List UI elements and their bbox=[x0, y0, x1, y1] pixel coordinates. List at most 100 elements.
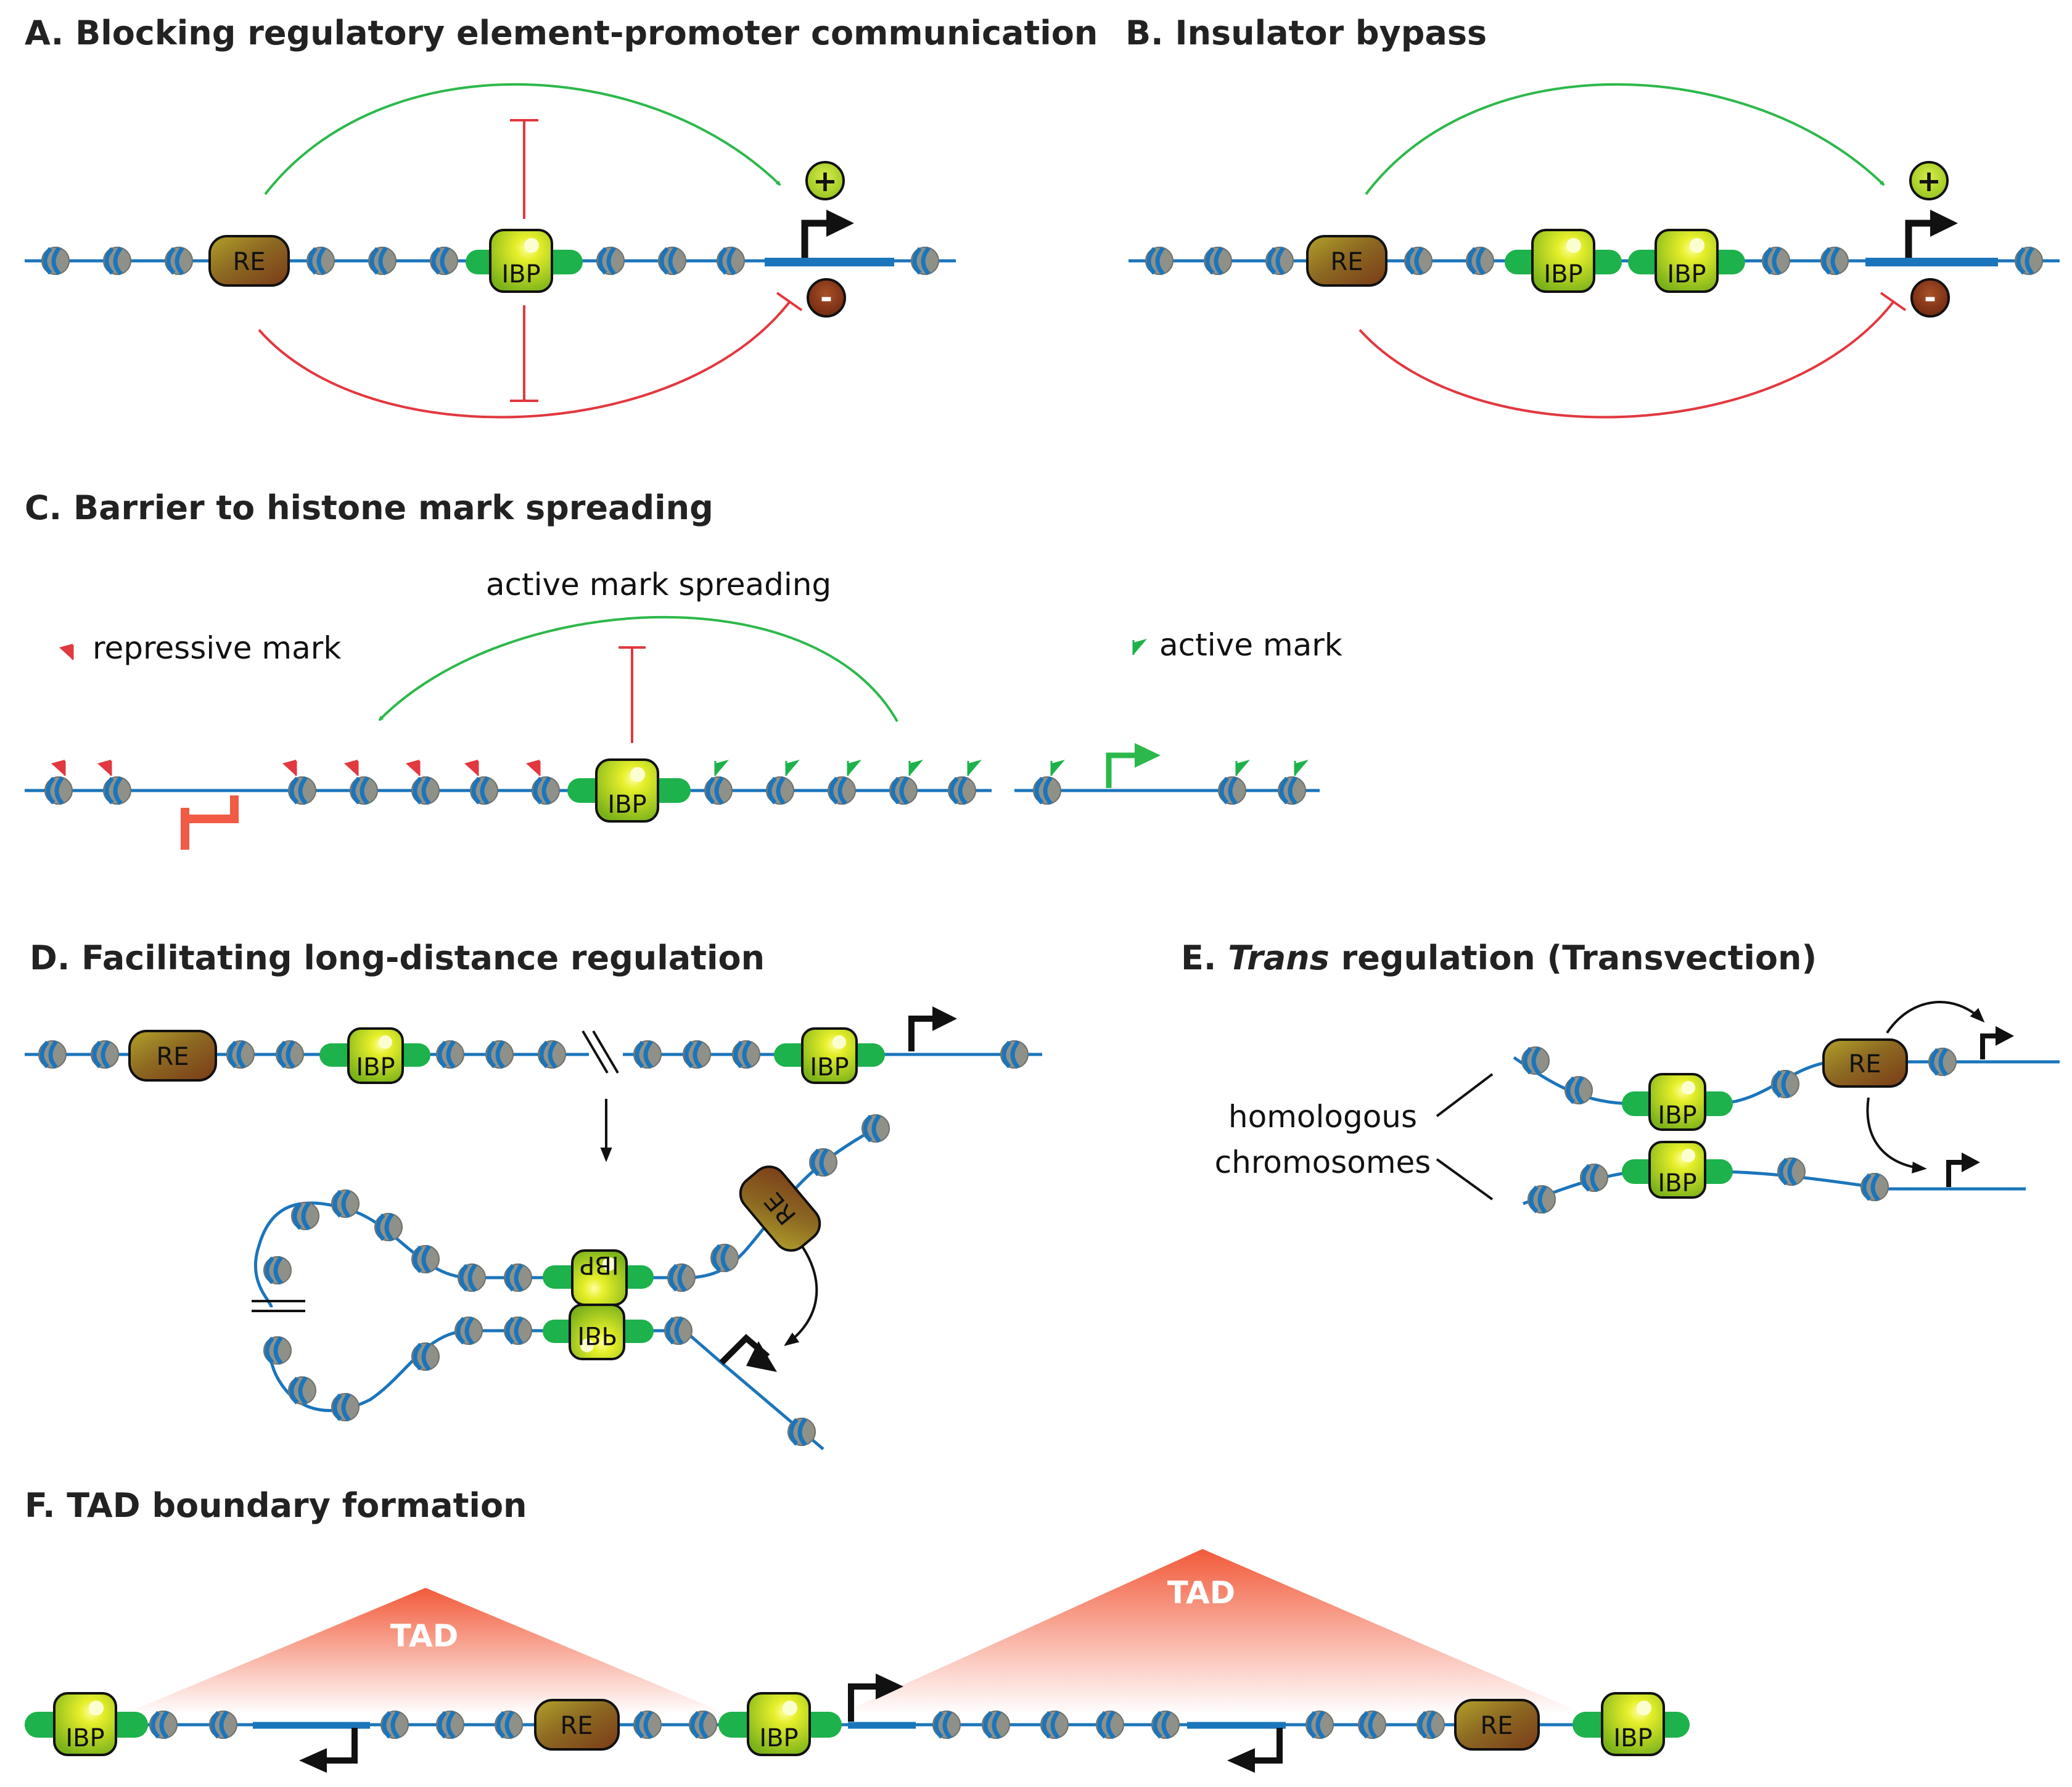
panel-f: F. TAD boundary formation TAD TAD IBP IB bbox=[25, 1486, 1690, 1773]
panel-b-repression-arc bbox=[1359, 301, 1894, 419]
panel-f-tad-2 bbox=[839, 1549, 1585, 1714]
panel-c-repressive-legend-icon bbox=[58, 643, 74, 661]
panel-f-re-2-label: RE bbox=[1480, 1712, 1513, 1740]
panel-d-ibp-1-label: IBP bbox=[356, 1053, 395, 1082]
panel-e-ibp-bottom-label: IBP bbox=[1658, 1169, 1696, 1197]
panel-b-activation-arc bbox=[1365, 83, 1885, 195]
panel-c-repressed-gene bbox=[181, 795, 239, 850]
panel-a-activation-arc bbox=[264, 83, 781, 195]
panel-d-re: RE bbox=[128, 1030, 217, 1082]
panel-c-active-promoter-arrow bbox=[1106, 743, 1161, 788]
panel-c-spreading-arc bbox=[378, 615, 898, 722]
panel-a: A. Blocking regulatory element-promoter … bbox=[25, 14, 1098, 419]
panel-e-pointer-top bbox=[1436, 1073, 1494, 1117]
panel-d-loop-ibp-top-label: IBP bbox=[580, 1251, 619, 1279]
panel-f-re-2: RE bbox=[1454, 1699, 1540, 1751]
panel-a-repression-bar bbox=[776, 292, 803, 311]
panel-d-loop-promoter-arrow bbox=[719, 1334, 777, 1372]
panel-b-ibp-1-label: IBP bbox=[1544, 260, 1582, 289]
panel-e-re: RE bbox=[1822, 1038, 1908, 1088]
panel-a-block-bottom bbox=[510, 305, 538, 402]
panel-a-plus: + bbox=[813, 164, 837, 199]
panel-d-loop-ibp-top: IBP bbox=[543, 1249, 654, 1306]
panel-e-pointer-bottom bbox=[1436, 1158, 1494, 1201]
panel-a-ibp: IBP bbox=[466, 229, 583, 293]
panel-f-re-1: RE bbox=[534, 1699, 620, 1751]
panel-e-promoter-top bbox=[1980, 1026, 2014, 1059]
panel-e: E. Trans regulation (Transvection) homol… bbox=[1181, 939, 2060, 1213]
panel-a-block-top bbox=[510, 119, 538, 219]
panel-f-promoter-1-reverse bbox=[299, 1728, 358, 1773]
panel-c-ibp-label: IBP bbox=[607, 791, 646, 819]
panel-c-barrier bbox=[619, 646, 646, 743]
panel-a-repression-arc bbox=[258, 301, 791, 419]
panel-e-title-suffix: regulation (Transvection) bbox=[1330, 939, 1817, 977]
panel-d-loop-re: RE bbox=[739, 1165, 821, 1252]
panel-d-ibp-1: IBP bbox=[319, 1027, 430, 1084]
panel-a-minus: - bbox=[820, 281, 832, 315]
panel-d-break-mark bbox=[582, 1030, 619, 1074]
panel-e-title-prefix: E. bbox=[1181, 939, 1228, 977]
panel-d-re-label: RE bbox=[156, 1043, 189, 1071]
panel-b-title: B. Insulator bypass bbox=[1125, 14, 1487, 52]
panel-f-ibp-3: IBP bbox=[1572, 1692, 1690, 1756]
panel-f-promoter-2-forward bbox=[848, 1674, 903, 1722]
panel-f-re-1-label: RE bbox=[560, 1712, 593, 1740]
panel-d-ibp-2: IBP bbox=[774, 1027, 885, 1084]
panel-a-ibp-label: IBP bbox=[501, 260, 540, 289]
panel-f-title: F. TAD boundary formation bbox=[25, 1486, 527, 1525]
panel-c-active-marks bbox=[714, 758, 1310, 777]
panel-b-re-label: RE bbox=[1330, 248, 1363, 276]
panel-b-promoter-arrowhead bbox=[1930, 210, 1958, 237]
panel-b-plus: + bbox=[1917, 164, 1941, 199]
panel-f-promoter-3-reverse bbox=[1227, 1728, 1283, 1773]
panel-f-tad-2-label: TAD bbox=[1167, 1575, 1235, 1611]
panel-e-label-line2: chromosomes bbox=[1215, 1144, 1431, 1180]
panel-d-ibp-2-label: IBP bbox=[810, 1053, 849, 1082]
panel-f-ibp-1: IBP bbox=[25, 1692, 148, 1756]
panel-b-plus-circle: + bbox=[1909, 161, 1949, 200]
panel-d-loop-regulation-arrow bbox=[784, 1244, 818, 1346]
panel-f-ibp-2-label: IBP bbox=[759, 1724, 798, 1752]
panel-c-ibp: IBP bbox=[567, 758, 691, 823]
panel-e-title: E. Trans regulation (Transvection) bbox=[1181, 939, 1817, 977]
panel-d-loop-ibp-bottom: IBP bbox=[543, 1304, 654, 1360]
panel-c-spreading-label: active mark spreading bbox=[486, 567, 831, 602]
panel-a-re-label: RE bbox=[232, 248, 265, 276]
panel-d-title: D. Facilitating long-distance regulation bbox=[30, 939, 765, 977]
panel-e-re-label: RE bbox=[1848, 1050, 1881, 1078]
panel-a-plus-circle: + bbox=[805, 161, 845, 200]
panel-a-title: A. Blocking regulatory element-promoter … bbox=[25, 14, 1098, 52]
panel-b-ibp-2-label: IBP bbox=[1667, 260, 1706, 289]
panel-b-ibp-2: IBP bbox=[1628, 229, 1745, 293]
panel-f-ibp-2: IBP bbox=[718, 1692, 842, 1756]
panel-d-loop-ibp-bottom-label: IBP bbox=[577, 1321, 616, 1349]
panel-b: B. Insulator bypass RE IBP IBP bbox=[1125, 14, 2060, 419]
panel-d-loop-break-mark bbox=[252, 1300, 305, 1312]
panel-b-ibp-1: IBP bbox=[1505, 229, 1622, 293]
panel-c: C. Barrier to histone mark spreading act… bbox=[25, 488, 1342, 850]
panel-e-ibp-top-label: IBP bbox=[1658, 1101, 1696, 1130]
panel-b-re: RE bbox=[1306, 235, 1388, 287]
panel-f-tad-1 bbox=[123, 1588, 728, 1714]
panel-c-repressive-marks bbox=[50, 758, 541, 777]
panel-e-ibp-bottom: IBP bbox=[1622, 1141, 1733, 1199]
panel-f-ibp-3-label: IBP bbox=[1613, 1724, 1652, 1752]
panel-b-promoter-arrow bbox=[1905, 220, 1936, 258]
panel-e-title-italic: Trans bbox=[1228, 939, 1330, 977]
panel-e-promoter-bottom bbox=[1946, 1152, 1980, 1187]
panel-c-repressive-label: repressive mark bbox=[92, 630, 341, 666]
panel-a-promoter-arrow bbox=[801, 220, 832, 258]
panel-a-re: RE bbox=[208, 235, 290, 287]
panel-a-promoter-arrowhead bbox=[826, 210, 854, 237]
panel-f-tad-1-label: TAD bbox=[390, 1618, 458, 1654]
panel-b-minus-circle: - bbox=[1910, 278, 1950, 318]
panel-a-minus-circle: - bbox=[807, 278, 846, 318]
panel-d: D. Facilitating long-distance regulation… bbox=[25, 939, 1042, 1450]
panel-c-active-legend-icon bbox=[1132, 638, 1148, 656]
panel-e-label-line1: homologous bbox=[1228, 1099, 1417, 1135]
panel-e-trans-arrow bbox=[1866, 1097, 1927, 1173]
panel-e-ibp-top: IBP bbox=[1622, 1073, 1733, 1131]
panel-b-minus: - bbox=[1924, 281, 1936, 315]
